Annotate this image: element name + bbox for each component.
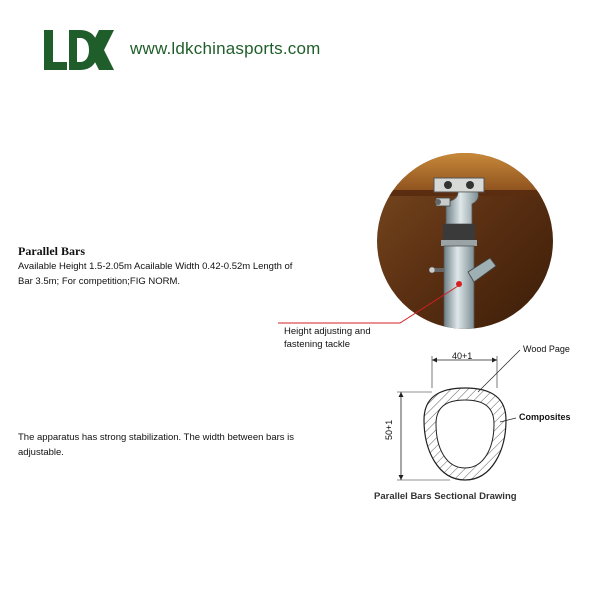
wood-page-label: Wood Page [523,344,570,354]
website-url[interactable]: www.ldkchinasports.com [130,39,321,58]
composites-label: Composites [519,412,571,422]
parallel-bars-photo [377,153,553,329]
product-title: Parallel Bars [18,244,85,258]
width-dimension-label: 40+1 [452,351,473,361]
product-note: The apparatus has strong stabilization. … [18,432,295,458]
callout-text: Height adjusting and fastening tackle [284,326,371,350]
sectional-drawing [397,349,521,481]
height-dimension-label: 50+1 [384,419,394,440]
drawing-caption: Parallel Bars Sectional Drawing [374,491,517,502]
ldk-logo [44,30,114,70]
product-spec: Available Height 1.5-2.05m Acailable Wid… [18,261,293,287]
